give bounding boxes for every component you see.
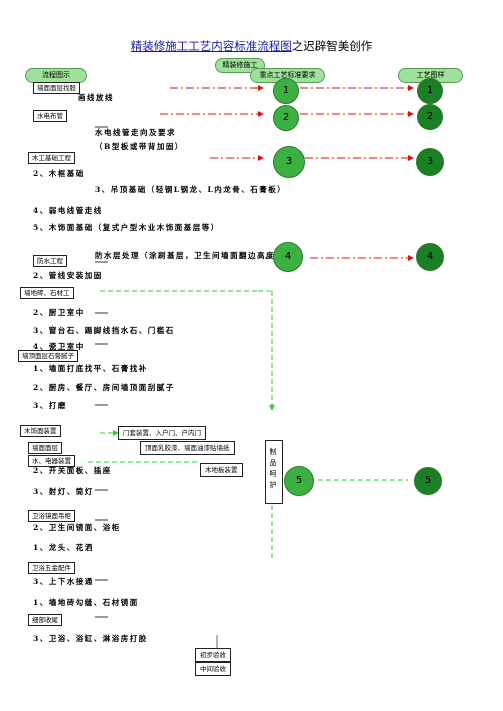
step-9: 2、厨卫室中 [33,308,85,317]
category-7: 墙面面层 [28,442,62,454]
step-20: 1、墙地砖勾缝、石材镜面 [33,598,139,607]
step-16: 3、射灯、筒灯 [33,487,94,496]
product-protect-box: 制品呵护 [265,440,283,504]
category-1: 水电布管 [33,110,67,122]
step-4: 3、吊顶基础（轻钢L钢龙、L内龙骨、石膏板） [95,185,287,194]
category-6: 木饰面装置 [20,425,61,437]
step-13: 2、厨房、餐厅、房间墙顶面刮腻子 [33,383,175,392]
category-11: 细部收尾 [28,614,62,626]
category-2: 木工基础工程 [28,152,75,164]
key-circle-4: 4 [273,242,303,272]
key-circle-3: 3 [273,146,305,178]
key-circle-1: 1 [273,78,299,104]
step-6: 5、木饰面基础（复式户型木业木饰面基层等） [33,223,220,232]
step-14: 3、打磨 [33,401,67,410]
category-5: 墙顶面层石膏腻子 [18,350,78,362]
category-4: 墙地砖、石材工 [20,287,74,299]
step-3: 2、木框基础 [33,169,85,178]
category-0: 墙面面层找股 [33,82,80,94]
step-8: 2、管线安装加固 [33,271,103,280]
step-21: 3、卫浴、浴缸、淋浴房打胶 [33,634,148,643]
step-12: 1、墙面打底找平、石膏找补 [33,364,148,373]
step-2: （B型板或带背加固） [95,142,184,151]
door-install-label: 门套装置、入户门、户内门 [118,426,206,440]
category-9: 卫浴镜面吊柜 [28,510,75,522]
floor-install-label: 木地板装置 [200,463,243,477]
key-circle-5: 5 [284,466,314,496]
latex-paint-label: 顶面乳胶漆、墙面油漆贴墙纸 [140,441,235,455]
title-highlight: 精装修施工工艺内容标准流程图 [130,39,292,53]
step-19: 3、上下水接通 [33,577,94,586]
mid-check-label: 中间验收 [195,662,231,676]
step-5: 4、弱电线管走线 [33,206,103,215]
step-18: 1、龙头、花洒 [33,543,94,552]
step-15: 2、开关面板、插座 [33,466,112,475]
step-1: 水电线管走向及要求 [95,128,176,137]
chart-circle-4: 4 [416,243,444,271]
step-17: 2、卫生间镜面、浴柜 [33,523,121,532]
page-title: 精装修施工工艺内容标准流程图之迟辟智美创作 [0,38,503,54]
initial-check-label: 初步验收 [195,648,231,662]
header-process-overview: 流程图示 [25,68,87,83]
step-10: 3、窗台石、踢脚线挡水石、门槛石 [33,326,175,335]
product-protect-label: 制品呵护 [269,448,277,489]
chart-circle-5: 5 [414,467,442,495]
key-circle-2: 2 [273,105,299,131]
step-0: 画线放线 [78,93,114,102]
category-3: 防水工程 [33,255,67,267]
category-8: 水、电器装置 [28,455,75,467]
chart-circle-2: 2 [417,104,443,130]
step-7: 防水层处理（涂刷基层，卫生间墙面翻边高度300） [95,251,305,260]
step-11: 4、瓷卫室中 [33,342,85,351]
chart-circle-1: 1 [417,78,443,104]
chart-circle-3: 3 [416,148,444,176]
title-rest: 之迟辟智美创作 [291,39,373,53]
category-10: 卫浴五金配件 [28,562,75,574]
